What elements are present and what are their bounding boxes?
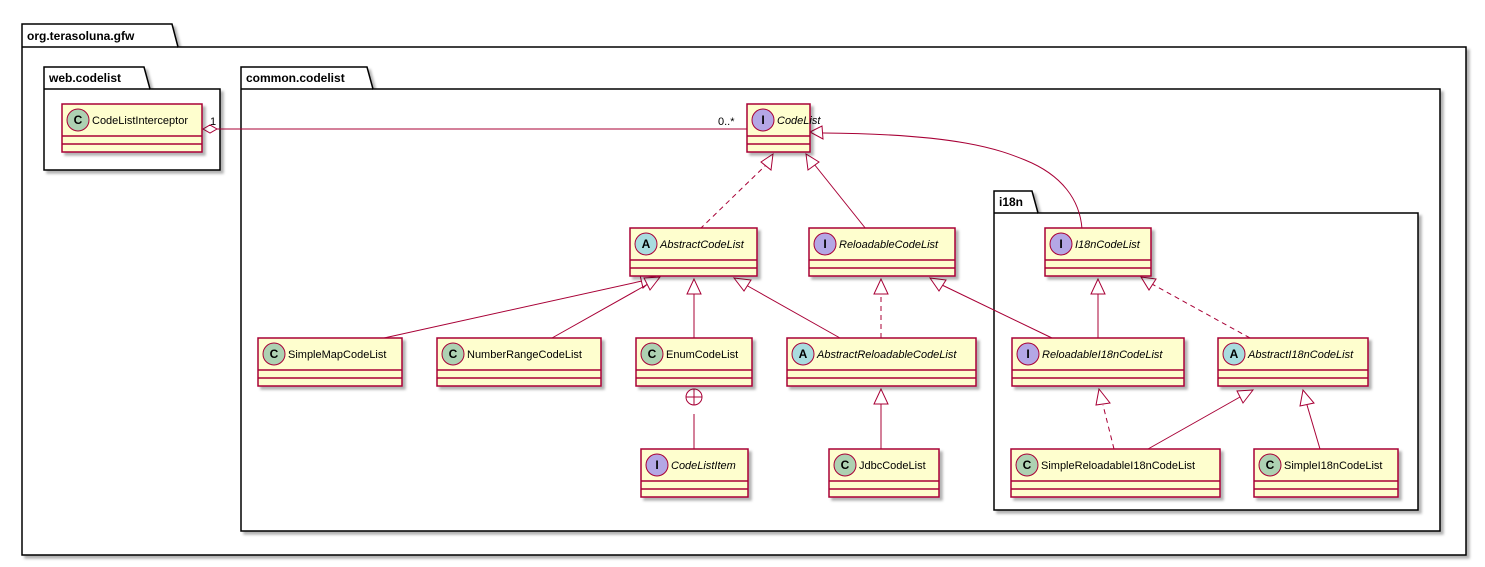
generalization-head xyxy=(805,153,820,171)
edge-simplei18n-abstracti18n xyxy=(1306,404,1321,450)
generalization-head xyxy=(808,125,824,140)
package-title-i18n: i18n xyxy=(999,195,1023,209)
class-name: SimpleReloadableI18nCodeList xyxy=(1041,460,1195,472)
class-simplereloadablei18ncodelist[interactable]: C SimpleReloadableI18nCodeList xyxy=(1010,448,1221,498)
class-simplemapcodelist[interactable]: C SimpleMapCodeList xyxy=(257,337,403,387)
stereotype-interface-icon xyxy=(813,232,837,256)
class-jdbccodelist[interactable]: C JdbcCodeList xyxy=(828,448,940,498)
stereotype-class-icon xyxy=(640,342,664,366)
stereotype-letter: A xyxy=(799,347,808,361)
stereotype-letter: C xyxy=(449,347,458,361)
stereotype-interface-icon xyxy=(1016,342,1040,366)
stereotype-class-icon xyxy=(833,453,857,477)
class-name: CodeList xyxy=(777,115,821,127)
stereotype-letter: I xyxy=(761,113,764,127)
package-title-root: org.terasoluna.gfw xyxy=(27,29,135,43)
interface-codelist[interactable]: I CodeList xyxy=(746,103,821,153)
interface-codelistitem[interactable]: I CodeListItem xyxy=(640,448,749,498)
stereotype-letter: I xyxy=(1026,347,1029,361)
stereotype-abstract-icon xyxy=(634,232,658,256)
class-codelistinterceptor[interactable]: C CodeListInterceptor xyxy=(61,103,203,153)
stereotype-interface-icon xyxy=(645,453,669,477)
interface-i18ncodelist[interactable]: I I18nCodeList xyxy=(1044,227,1152,277)
edge-reloadable-codelist xyxy=(813,163,867,230)
stereotype-class-icon xyxy=(262,342,286,366)
realization-head xyxy=(1095,387,1111,406)
stereotype-abstract-icon xyxy=(1222,342,1246,366)
generalization-head xyxy=(643,276,662,291)
stereotype-letter: C xyxy=(841,458,850,472)
generalization-head xyxy=(686,277,702,295)
edge-reloadablei18n-reloadable xyxy=(941,284,1053,339)
generalization-head xyxy=(1236,389,1255,404)
class-numberrangecodelist[interactable]: C NumberRangeCodeList xyxy=(436,337,602,387)
package-title-common: common.codelist xyxy=(246,71,345,85)
edge-abstracti18n-i18n xyxy=(1151,283,1251,339)
stereotype-letter: A xyxy=(642,237,651,251)
stereotype-letter: I xyxy=(1059,237,1062,251)
abstract-class-abstracti18ncodelist[interactable]: A AbstractI18nCodeList xyxy=(1217,337,1369,387)
class-name: EnumCodeList xyxy=(666,349,738,361)
stereotype-class-icon xyxy=(66,108,90,132)
edge-simplemap-abstract xyxy=(383,280,643,339)
stereotype-class-icon xyxy=(441,342,465,366)
class-name: NumberRangeCodeList xyxy=(467,349,582,361)
interface-reloadablei18ncodelist[interactable]: I ReloadableI18nCodeList xyxy=(1011,337,1185,387)
generalization-head xyxy=(873,387,889,405)
edge-numberrange-abstract xyxy=(551,283,649,339)
stereotype-letter: C xyxy=(74,113,83,127)
class-name: I18nCodeList xyxy=(1075,239,1141,251)
class-name: SimpleMapCodeList xyxy=(288,349,386,361)
stereotype-interface-icon xyxy=(751,108,775,132)
generalization-head xyxy=(732,277,752,292)
abstract-class-abstractcodelist[interactable]: A AbstractCodeList xyxy=(629,227,758,277)
class-name: SimpleI18nCodeList xyxy=(1284,460,1382,472)
stereotype-letter: I xyxy=(655,458,658,472)
class-name: ReloadableI18nCodeList xyxy=(1042,349,1163,361)
stereotype-letter: C xyxy=(648,347,657,361)
stereotype-class-icon xyxy=(1015,453,1039,477)
stereotype-letter: C xyxy=(270,347,279,361)
stereotype-letter: I xyxy=(823,237,826,251)
class-name: JdbcCodeList xyxy=(859,460,926,472)
aggregation-diamond xyxy=(201,124,219,134)
stereotype-class-icon xyxy=(1258,453,1282,477)
generalization-head xyxy=(928,277,947,292)
class-name: ReloadableCodeList xyxy=(839,239,939,251)
class-enumcodelist[interactable]: C EnumCodeList xyxy=(635,337,753,387)
class-simplei18ncodelist[interactable]: C SimpleI18nCodeList xyxy=(1253,448,1399,498)
multiplicity-many: 0..* xyxy=(718,116,735,128)
realization-head xyxy=(760,152,774,171)
edge-i18n-codelist xyxy=(822,132,1083,230)
stereotype-letter: A xyxy=(1230,347,1239,361)
edge-simplereloadable-abstracti18n xyxy=(1147,396,1241,450)
generalization-head xyxy=(1090,277,1106,295)
edge-abstractreloadable-abstract xyxy=(745,284,841,339)
stereotype-letter: C xyxy=(1266,458,1275,472)
interface-reloadablecodelist[interactable]: I ReloadableCodeList xyxy=(808,227,956,277)
package-title-web: web.codelist xyxy=(48,71,121,85)
multiplicity-one: 1 xyxy=(210,116,216,128)
class-name: AbstractI18nCodeList xyxy=(1247,349,1354,361)
stereotype-abstract-icon xyxy=(791,342,815,366)
class-name: AbstractCodeList xyxy=(659,239,745,251)
class-name: CodeListInterceptor xyxy=(92,115,188,127)
generalization-head xyxy=(1299,388,1315,407)
realization-head xyxy=(873,277,889,295)
class-name: AbstractReloadableCodeList xyxy=(816,349,957,361)
class-name: CodeListItem xyxy=(671,460,736,472)
edge-simplereloadable-reloadablei18n xyxy=(1102,404,1115,450)
stereotype-letter: C xyxy=(1023,458,1032,472)
edge-abstractcodelist-codelist xyxy=(699,163,768,230)
stereotype-interface-icon xyxy=(1049,232,1073,256)
abstract-class-abstractreloadablecodelist[interactable]: A AbstractReloadableCodeList xyxy=(786,337,977,387)
realization-head xyxy=(1140,276,1157,291)
